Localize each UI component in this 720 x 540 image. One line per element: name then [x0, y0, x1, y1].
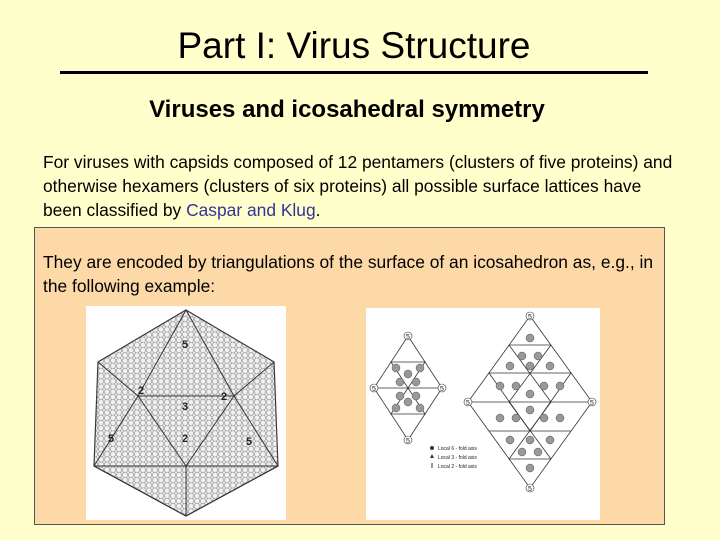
icosahedron-figure: 5 2 3 2 5 2 5 — [86, 306, 286, 520]
small-bottom-five: 5 — [406, 438, 410, 445]
small-left-five: 5 — [372, 386, 376, 393]
triangulation-figure: 5 5 5 5 5 5 5 5 Local 6 - fold axis — [366, 308, 600, 520]
intro-text: For viruses with capsids composed of 12 … — [43, 152, 673, 220]
legend-six-fold: Local 6 - fold axis — [438, 446, 477, 452]
label-center-three: 3 — [182, 401, 188, 413]
small-right-five: 5 — [440, 386, 444, 393]
legend-three-fold: Local 3 - fold axis — [438, 455, 477, 461]
large-top-five: 5 — [528, 314, 532, 321]
large-bottom-five: 5 — [528, 486, 532, 493]
slide-title: Part I: Virus Structure — [177, 25, 531, 66]
large-right-five: 5 — [590, 400, 594, 407]
intro-paragraph: For viruses with capsids composed of 12 … — [43, 150, 683, 222]
label-bottom-left-five: 5 — [108, 433, 114, 445]
label-bottom-center-two: 2 — [182, 433, 188, 445]
legend-two-fold: Local 2 - fold axis — [438, 464, 477, 470]
caspar-klug-link[interactable]: Caspar and Klug — [186, 200, 316, 220]
label-left-two: 2 — [138, 385, 144, 397]
label-right-two: 2 — [221, 391, 227, 403]
intro-end: . — [315, 200, 321, 220]
label-bottom-right-five: 5 — [246, 436, 252, 448]
highlight-panel: They are encoded by triangulations of th… — [34, 227, 665, 525]
small-top-five: 5 — [406, 334, 410, 341]
large-left-five: 5 — [466, 400, 470, 407]
slide-subtitle: Viruses and icosahedral symmetry — [149, 96, 545, 123]
panel-text: They are encoded by triangulations of th… — [43, 252, 654, 296]
figure-legend: Local 6 - fold axis Local 3 - fold axis … — [430, 446, 477, 470]
label-top-five: 5 — [182, 339, 188, 351]
title-underline — [60, 71, 648, 74]
